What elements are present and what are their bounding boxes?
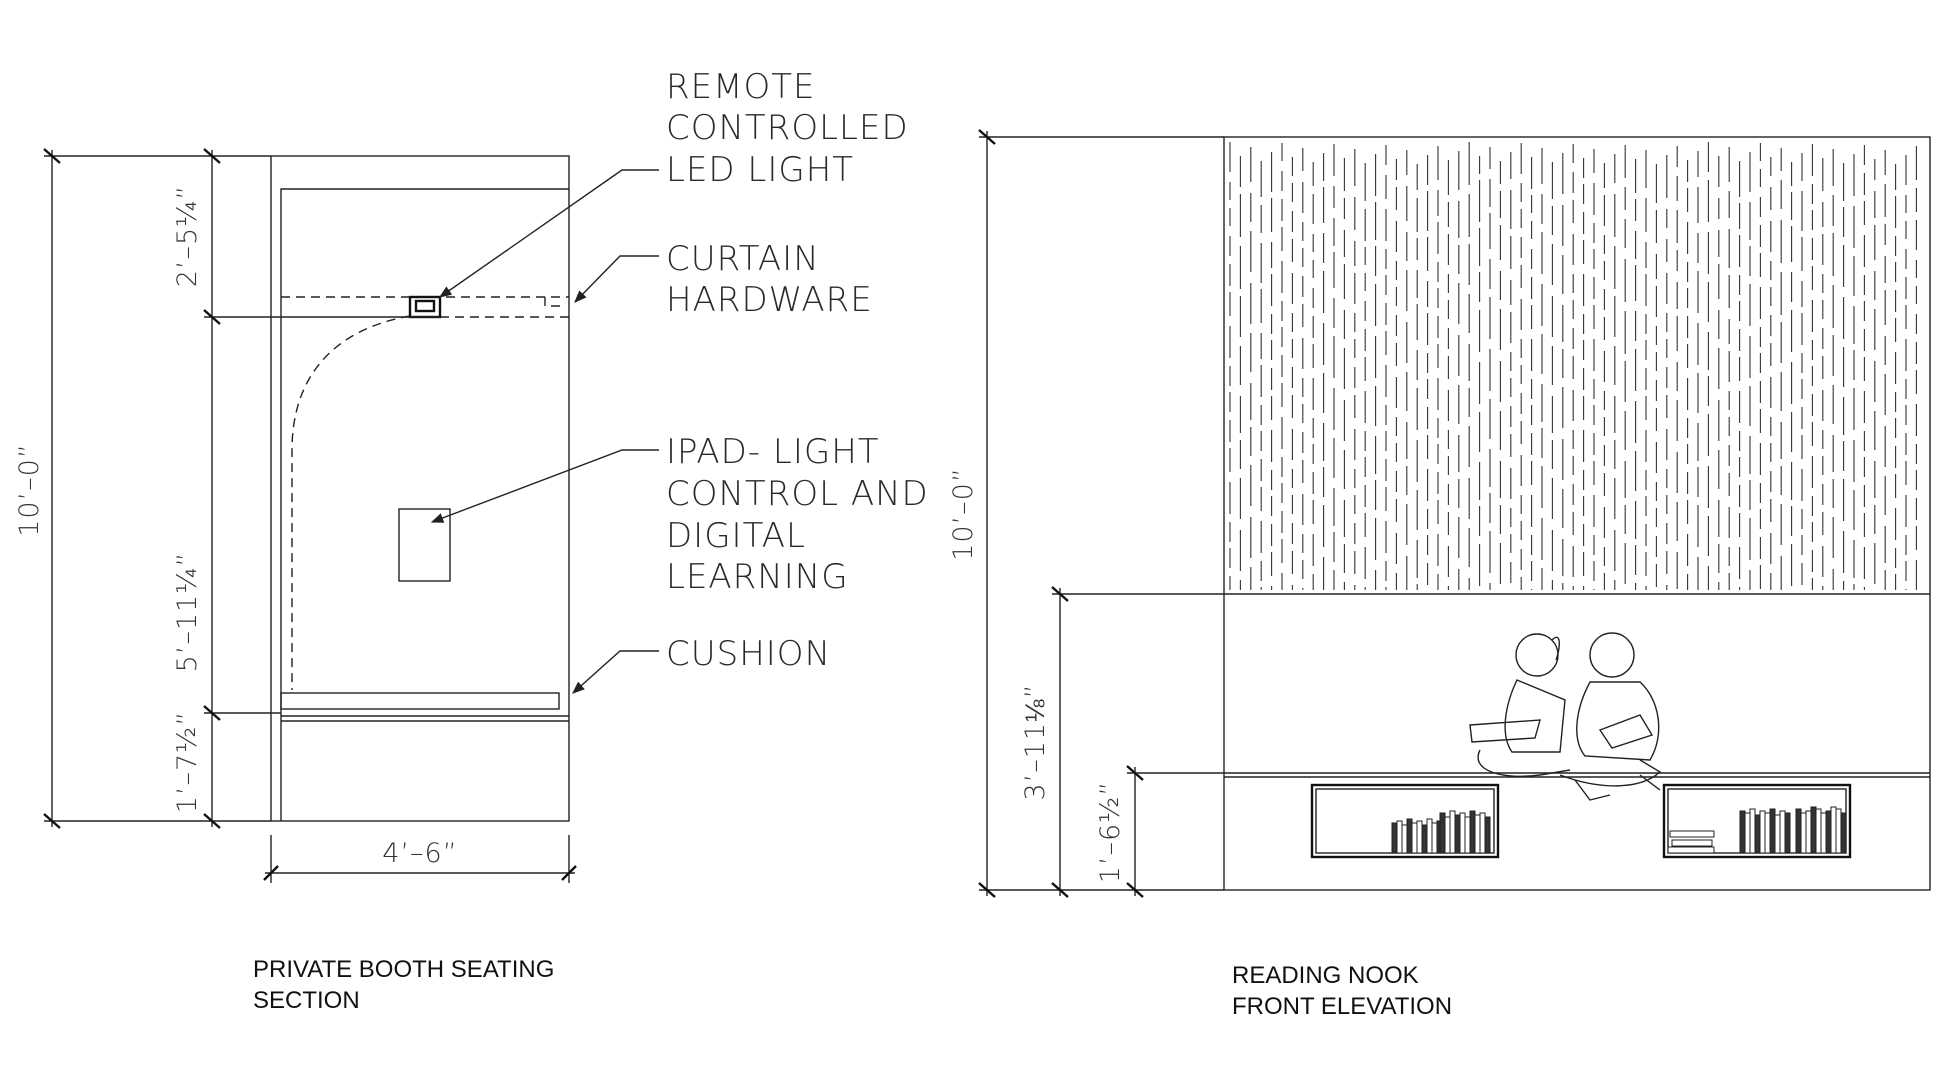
led-leader bbox=[438, 169, 659, 298]
elevation-title-line1: READING NOOK bbox=[1232, 962, 1419, 989]
note-curtain-line2: HARDWARE bbox=[666, 280, 873, 320]
elevation-title-line2: FRONT ELEVATION bbox=[1232, 993, 1452, 1020]
book-spine bbox=[1739, 810, 1746, 854]
book-spine bbox=[1449, 810, 1456, 854]
book-spine bbox=[1464, 816, 1471, 854]
middle-dimension-label: 5’–11¼” bbox=[172, 552, 203, 673]
book-spine bbox=[1444, 816, 1451, 854]
book-spine bbox=[1795, 808, 1802, 854]
book-spine bbox=[1459, 812, 1466, 854]
book-spine bbox=[1406, 818, 1413, 854]
book-spine bbox=[1454, 814, 1461, 854]
book-spine bbox=[1779, 810, 1786, 854]
booth-section: 10’–0” 2’–5¼” 5’–11¼” 1’–7½” 4’–6” bbox=[14, 67, 929, 1014]
book-spine bbox=[1426, 818, 1433, 854]
book-spine bbox=[1815, 808, 1822, 854]
book-spine bbox=[1774, 814, 1781, 854]
note-ipad-line4: LEARNING bbox=[666, 557, 849, 597]
section-title-line1: PRIVATE BOOTH SEATING bbox=[253, 956, 554, 983]
upper-dimension-label: 2’–5¼” bbox=[172, 185, 203, 288]
book-spine bbox=[1759, 810, 1766, 854]
section-title-line2: SECTION bbox=[253, 987, 360, 1014]
book-spine bbox=[1835, 808, 1842, 854]
book-spine bbox=[1820, 812, 1827, 854]
book-spine bbox=[1484, 816, 1491, 854]
slat-wall-pattern bbox=[1229, 142, 1917, 590]
book-spine bbox=[1840, 812, 1847, 854]
slat-lines bbox=[1229, 142, 1917, 590]
book-spine bbox=[1784, 812, 1791, 854]
note-led-line1: REMOTE bbox=[666, 67, 815, 107]
booth-outer-shell bbox=[270, 155, 570, 822]
stacked-book bbox=[1667, 846, 1715, 854]
note-ipad-line1: IPAD- LIGHT bbox=[666, 432, 880, 472]
led-light-fixture bbox=[408, 295, 442, 319]
cushion-leader bbox=[572, 650, 659, 694]
book-spine bbox=[1416, 820, 1423, 854]
booth-inner-recess bbox=[280, 188, 569, 821]
stacked-book bbox=[1669, 830, 1715, 838]
section-width-label: 4’–6” bbox=[382, 838, 457, 869]
book-spine bbox=[1469, 810, 1476, 854]
book-spine bbox=[1401, 824, 1408, 854]
ipad-leader bbox=[430, 449, 659, 523]
note-ipad-line2: CONTROL AND bbox=[666, 474, 929, 514]
overall-height-dimension: 10’–0” bbox=[14, 148, 271, 829]
book-spine bbox=[1800, 812, 1807, 854]
book-spine bbox=[1396, 820, 1403, 854]
curtain-hardware bbox=[544, 297, 560, 307]
children-reading-figure bbox=[1469, 632, 1662, 801]
book-spine bbox=[1764, 812, 1771, 854]
note-ipad-line3: DIGITAL bbox=[666, 516, 806, 556]
book-spine bbox=[1421, 824, 1428, 854]
book-spine bbox=[1411, 822, 1418, 854]
width-dimension: 4’–6” bbox=[263, 835, 577, 883]
shelf-height-label: 1’–6½” bbox=[1095, 781, 1126, 884]
book-spine bbox=[1825, 810, 1832, 854]
book-spine bbox=[1830, 806, 1837, 854]
ipad-panel bbox=[398, 508, 451, 582]
section-overall-height-label: 10’–0” bbox=[14, 443, 45, 537]
book-spine bbox=[1474, 814, 1481, 854]
book-spine bbox=[1749, 808, 1756, 854]
book-spine bbox=[1754, 814, 1761, 854]
elevation-overall-height-label: 10’–0” bbox=[948, 467, 979, 561]
shelf-height-dimension: 1’–6½” bbox=[1095, 765, 1224, 898]
nook-outline bbox=[1223, 136, 1931, 891]
chain-dimensions: 2’–5¼” 5’–11¼” 1’–7½” bbox=[172, 148, 440, 829]
note-curtain-line1: CURTAIN bbox=[666, 239, 820, 279]
curtain-curve bbox=[291, 315, 411, 690]
stacked-book bbox=[1671, 839, 1713, 847]
note-cushion: CUSHION bbox=[666, 634, 831, 674]
book-spine bbox=[1439, 812, 1446, 854]
book-spine bbox=[1431, 822, 1438, 854]
note-led-line2: CONTROLLED bbox=[666, 108, 909, 148]
book-spine bbox=[1391, 822, 1398, 854]
curtain-leader bbox=[574, 255, 659, 303]
book-spine bbox=[1744, 812, 1751, 854]
cushion bbox=[280, 692, 560, 710]
book-spine bbox=[1810, 806, 1817, 854]
seat-height-label: 3’–11⅛” bbox=[1020, 683, 1051, 800]
cubby-books bbox=[1391, 806, 1847, 854]
book-spine bbox=[1769, 808, 1776, 854]
seat-height-dimension: 3’–11⅛” bbox=[1020, 586, 1224, 898]
book-spine bbox=[1805, 810, 1812, 854]
book-spine bbox=[1479, 812, 1486, 854]
reading-nook-elevation: 10’–0” 3’–11⅛” 1’–6½” READING NOOK FRONT… bbox=[948, 129, 1931, 1020]
elevation-overall-dimension: 10’–0” bbox=[948, 129, 1224, 898]
note-led-line3: LED LIGHT bbox=[666, 150, 854, 190]
lower-dimension-label: 1’–7½” bbox=[172, 711, 203, 814]
